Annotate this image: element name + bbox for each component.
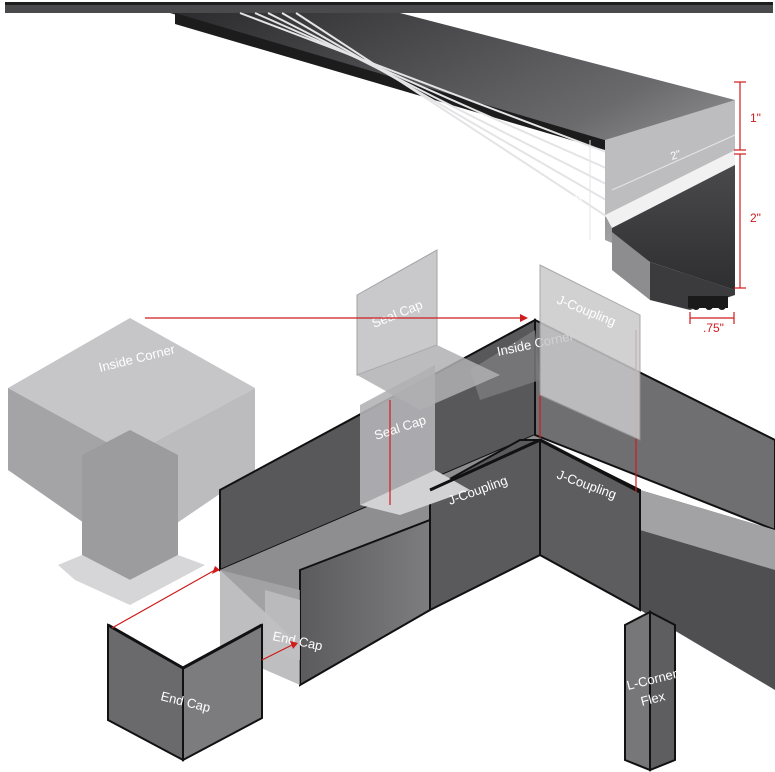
l-corner-flex-label-line2: Flex bbox=[639, 688, 667, 709]
profile-end-face bbox=[605, 100, 735, 215]
profile-grooves bbox=[239, 12, 607, 217]
ceiling-bar bbox=[5, 2, 773, 13]
dim-top-height: 1" bbox=[750, 111, 761, 125]
end-cap-detached: End Cap bbox=[107, 566, 298, 762]
profile-extrusion bbox=[170, 13, 735, 295]
seal-cap-detached: Seal Cap bbox=[356, 249, 500, 410]
dim-channel-width: 2" bbox=[669, 148, 682, 163]
profile-detail: 1" 2" .75" 2" 1.5" bbox=[5, 2, 773, 335]
j-coupling-detached: J-Coupling bbox=[539, 264, 641, 441]
dimension-lines bbox=[589, 81, 746, 324]
inside-corner-detached: Inside Corner bbox=[8, 318, 255, 605]
l-corner-flex: L-Corner Flex bbox=[624, 610, 679, 772]
dim-channel-depth: 1.5" bbox=[565, 191, 587, 208]
dim-side-height: 2" bbox=[750, 211, 761, 225]
dim-bottom-width: .75" bbox=[703, 321, 724, 335]
